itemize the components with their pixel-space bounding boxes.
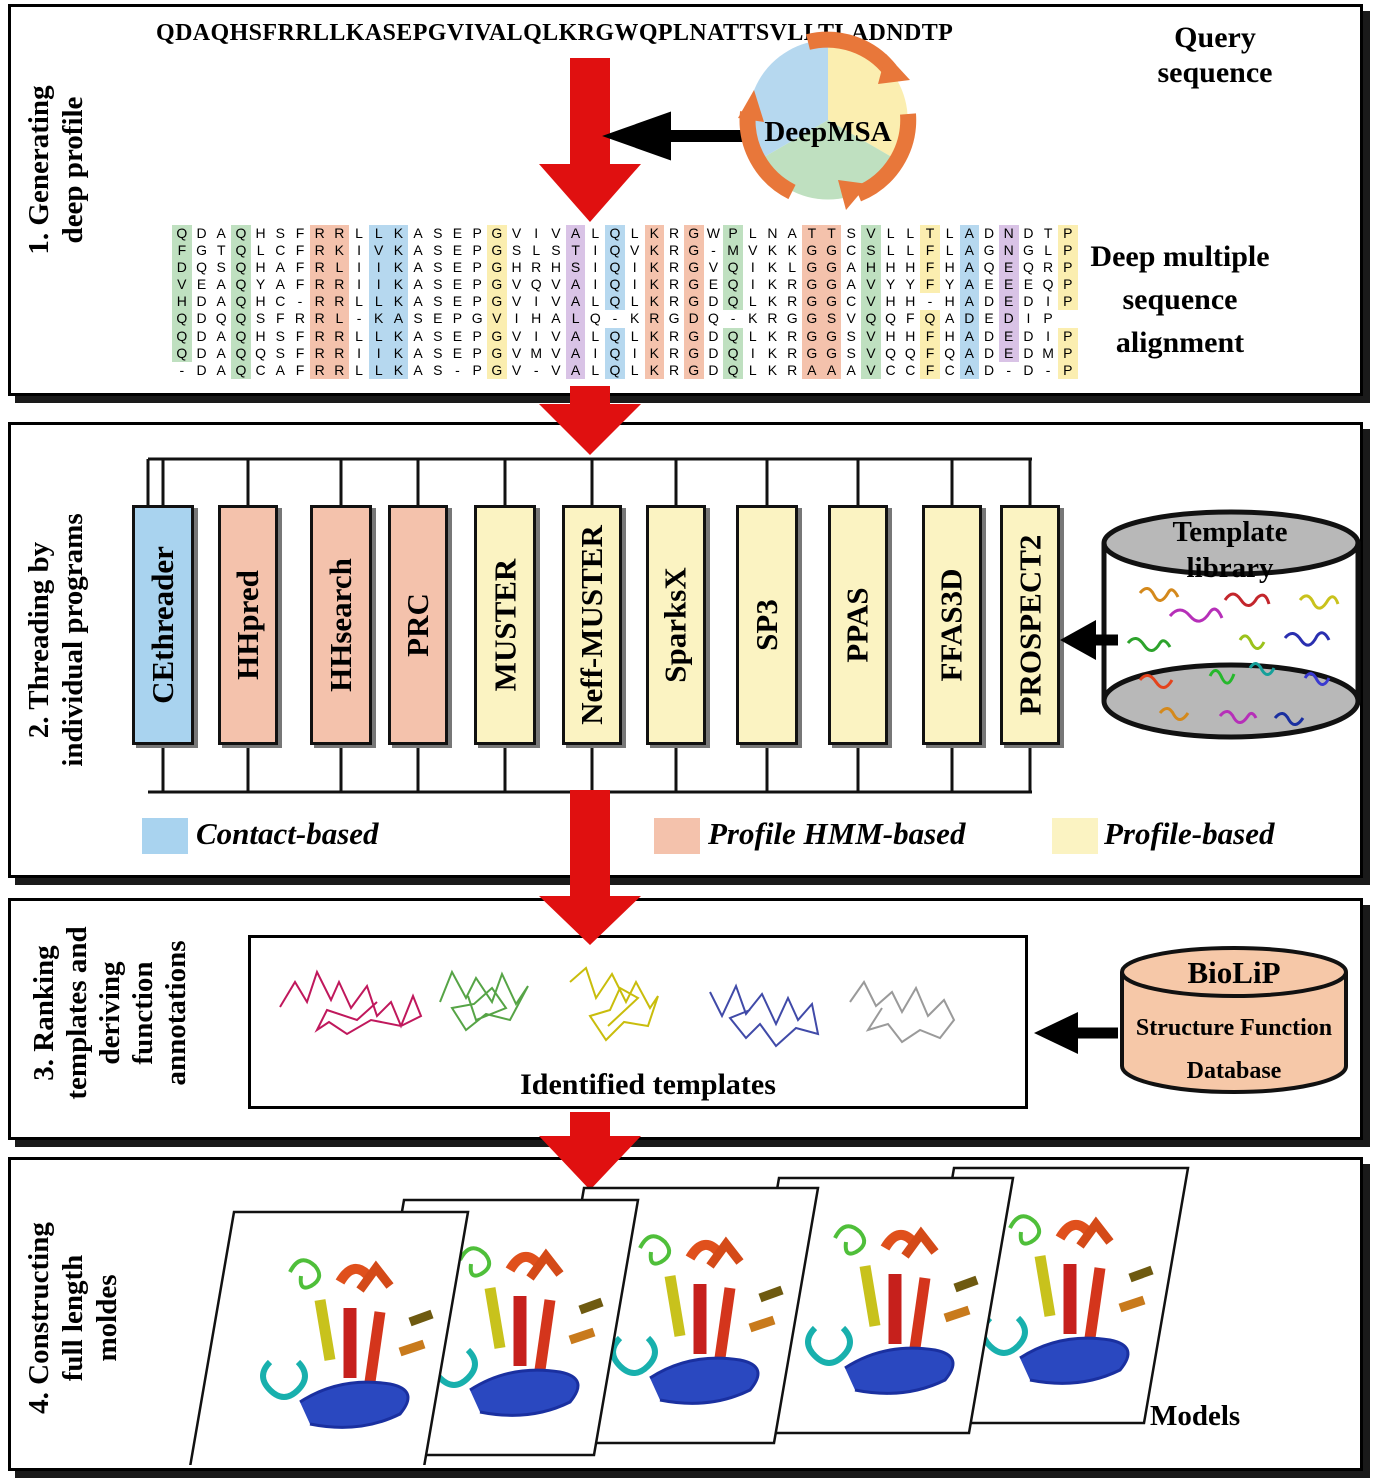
legend-swatch-hmm [654, 818, 700, 854]
arrow-query-to-msa [539, 58, 641, 222]
template-structures [279, 966, 956, 1048]
arrow-stage1-to-stage2 [539, 386, 641, 455]
program-box-hhpred: HHpred [218, 505, 278, 745]
legend-swatch-profile [1052, 818, 1098, 854]
biolip-database [1120, 946, 1348, 1094]
deepmsa-icon [738, 31, 917, 210]
program-box-ppas: PPAS [828, 505, 888, 745]
query-label: Query sequence [1157, 21, 1273, 89]
template-library [1101, 509, 1361, 740]
biolip-subtitle-2: Database [1186, 1058, 1282, 1084]
models-label: Models [1150, 1400, 1241, 1432]
legend-swatch-contact [142, 818, 188, 854]
program-box-prospect2: PROSPECT2 [1000, 505, 1060, 745]
flow-arrows [539, 58, 641, 1190]
input-arrows [602, 111, 1118, 1054]
legend-label-hmm: Profile HMM-based [708, 816, 966, 851]
program-box-sparksx: SparksX [646, 505, 706, 745]
program-box-muster: MUSTER [474, 505, 536, 745]
program-box-ffas3d: FFAS3D [922, 505, 982, 745]
biolip-title: BioLiP [1187, 955, 1281, 990]
arrow-stage2-to-stage3 [539, 790, 641, 945]
biolip-subtitle: Structure Function [1135, 1015, 1333, 1041]
model-sheet [189, 1210, 470, 1465]
deepmsa-label: DeepMSA [764, 116, 892, 148]
legend-label-contact: Contact-based [196, 816, 379, 851]
program-box-neff-muster: Neff-MUSTER [562, 505, 622, 745]
legend-label-profile: Profile-based [1104, 816, 1275, 851]
program-box-sp3: SP3 [736, 505, 798, 745]
model-sheets [189, 1166, 1190, 1465]
program-box-cethreader: CEthreader [132, 505, 194, 745]
msa-label: Deep multiple sequence alignment [1090, 240, 1270, 359]
template-library-label: Template library [1172, 516, 1288, 584]
identified-templates-label: Identified templates [520, 1068, 776, 1101]
arrow-stage3-to-stage4 [539, 1112, 641, 1190]
program-box-prc: PRC [388, 505, 448, 745]
program-box-hhsearch: HHsearch [310, 505, 372, 745]
